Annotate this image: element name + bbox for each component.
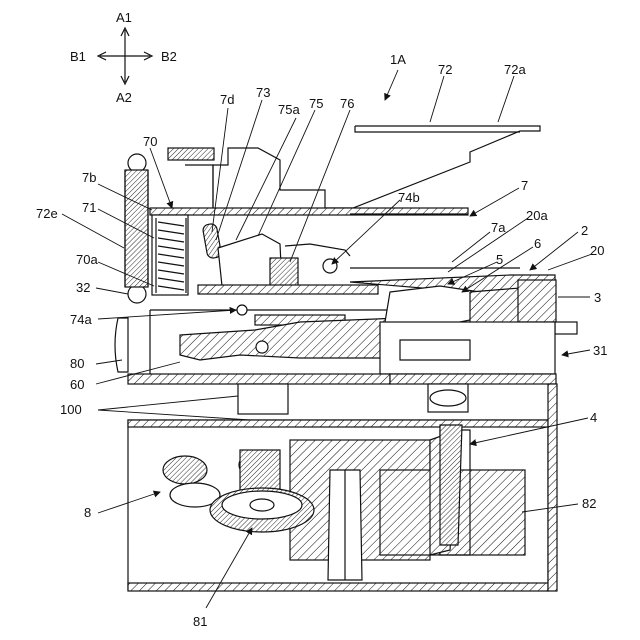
label-76: 76 <box>340 96 354 111</box>
label-72a: 72a <box>504 62 526 77</box>
label-72: 72 <box>438 62 452 77</box>
direction-label-down: A2 <box>116 90 132 105</box>
label-20a: 20a <box>526 208 548 223</box>
plate-72 <box>213 126 540 208</box>
label-7a: 7a <box>491 220 506 235</box>
label-74b: 74b <box>398 190 420 205</box>
label-4: 4 <box>590 410 597 425</box>
label-5: 5 <box>496 252 503 267</box>
label-7b: 7b <box>82 170 96 185</box>
label-8: 8 <box>84 505 91 520</box>
direction-indicator: A1 A2 B1 B2 <box>70 10 177 105</box>
worm-shaft-4 <box>440 425 462 545</box>
label-100: 100 <box>60 402 82 417</box>
middle-shaft <box>238 384 468 414</box>
base-plate <box>128 374 390 384</box>
top-gear-nut <box>168 148 214 160</box>
cover-80 <box>115 318 128 372</box>
direction-label-up: A1 <box>116 10 132 25</box>
label-7d: 7d <box>220 92 234 107</box>
label-1A: 1A <box>390 52 406 67</box>
label-3: 3 <box>594 290 601 305</box>
label-75a: 75a <box>278 102 300 117</box>
label-70a: 70a <box>76 252 98 267</box>
label-2: 2 <box>581 223 588 238</box>
label-60: 60 <box>70 377 84 392</box>
label-72e: 72e <box>36 206 58 221</box>
label-31: 31 <box>593 343 607 358</box>
label-71: 71 <box>82 200 96 215</box>
label-82: 82 <box>582 496 596 511</box>
gear-81 <box>210 488 314 532</box>
label-70: 70 <box>143 134 157 149</box>
label-32: 32 <box>76 280 90 295</box>
label-73: 73 <box>256 85 270 100</box>
label-6: 6 <box>534 236 541 251</box>
lever-pivot <box>256 341 268 353</box>
label-7: 7 <box>521 178 528 193</box>
label-74a: 74a <box>70 312 92 327</box>
label-75: 75 <box>309 96 323 111</box>
label-81: 81 <box>193 614 207 629</box>
direction-label-left: B1 <box>70 49 86 64</box>
label-20: 20 <box>590 243 604 258</box>
motor-82 <box>290 430 525 560</box>
direction-label-right: B2 <box>161 49 177 64</box>
compression-spring-71 <box>152 215 188 295</box>
base-plate-right <box>390 374 556 384</box>
lever-75 <box>202 223 350 288</box>
pin-74a <box>237 305 247 315</box>
label-80: 80 <box>70 356 84 371</box>
